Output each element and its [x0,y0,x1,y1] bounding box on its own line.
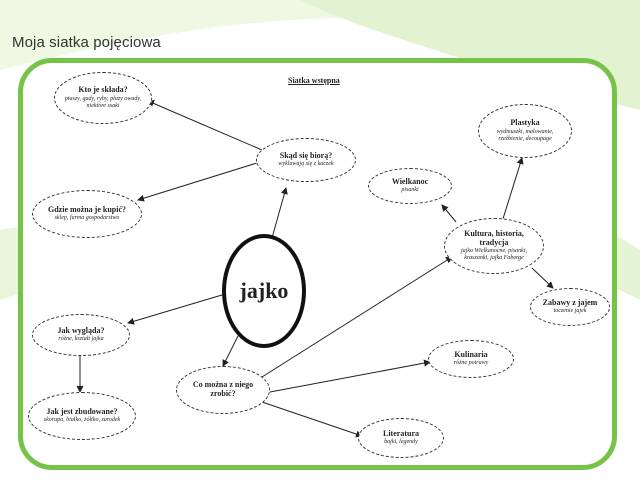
edge-zrobic-literatura [261,401,363,438]
node-gdzie-title: Gdzie można je kupić? [48,204,126,214]
node-skad-sub: wykluwają się z kaczek [278,161,334,168]
node-wielkanoc-sub: pisanki [401,187,419,194]
edge-center-zrobic [222,335,239,367]
node-kulinaria-title: Kulinaria [454,349,488,359]
node-skad-title: Skąd się biorą? [279,150,333,160]
edge-skad-kto [147,100,263,151]
node-zbud-title: Jak jest zbudowane? [46,406,118,416]
node-literatura: Literatura bajki, legendy [358,418,444,458]
slide-title: Moja siatka pojęciowa [12,34,161,51]
edge-zrobic-kultura [261,256,453,378]
node-wielkanoc: Wielkanoc pisanki [368,168,452,204]
node-kultura-title: Kultura, historia, tradycja [464,228,524,247]
node-plastyka: Plastyka wydmuszki, malowanie, rzeźbieni… [478,104,572,158]
node-kto-title: Kto je składa? [78,85,128,95]
node-zabawy-sub: toczenie jajek [553,308,587,315]
node-wyglad-title: Jak wygląda? [57,325,105,335]
node-gdzie: Gdzie można je kupić? sklep, farma gospo… [32,190,142,238]
node-zabawy: Zabawy z jajem toczenie jajek [530,288,610,326]
edge-zrobic-kulinaria [269,359,431,393]
node-zabawy-title: Zabawy z jajem [542,297,598,307]
node-kultura: Kultura, historia, tradycja jajko Wielka… [444,218,544,274]
node-literatura-title: Literatura [383,428,419,438]
node-zrobic-title: Co można z niego zrobić? [192,379,254,398]
node-kto: Kto je składa? ptaszy, gady, ryby, płazy… [54,72,152,124]
diagram-caption: Siatka wstępna [288,76,340,85]
edge-kultura-wielkanoc [441,204,457,223]
node-zbud-sub: skorupa, białko, żółtko, zarodek [43,417,121,424]
edge-center-wyglad [127,291,233,325]
node-kultura-sub: jajko Wielkanocne, pisanki, kraszanki, j… [461,248,527,262]
edge-kultura-zabawy [531,267,554,289]
node-zrobic: Co można z niego zrobić? [176,366,270,414]
node-kulinaria: Kulinaria różne potrawy [428,340,514,378]
edge-kultura-plastyka [501,157,524,223]
node-center-label: jajko [239,277,289,303]
node-skad: Skąd się biorą? wykluwają się z kaczek [256,138,356,182]
node-wyglad-sub: różne, kształt jajka [58,336,104,343]
edge-skad-gdzie [137,161,261,202]
node-plastyka-title: Plastyka [510,118,540,128]
node-center-jajko: jajko [222,234,306,348]
node-plastyka-sub: wydmuszki, malowanie, rzeźbienie, decoup… [496,129,554,142]
node-kto-sub: ptaszy, gady, ryby, płazy owady, niektór… [64,96,142,109]
node-kulinaria-sub: różne potrawy [453,360,489,367]
edge-center-skad [271,187,288,239]
node-wielkanoc-title: Wielkanoc [391,176,429,186]
node-gdzie-sub: sklep, farma gospodarstwo [54,215,120,222]
node-literatura-sub: bajki, legendy [384,439,418,446]
node-wyglad: Jak wygląda? różne, kształt jajka [32,314,130,356]
node-zbud: Jak jest zbudowane? skorupa, białko, żół… [28,392,136,440]
